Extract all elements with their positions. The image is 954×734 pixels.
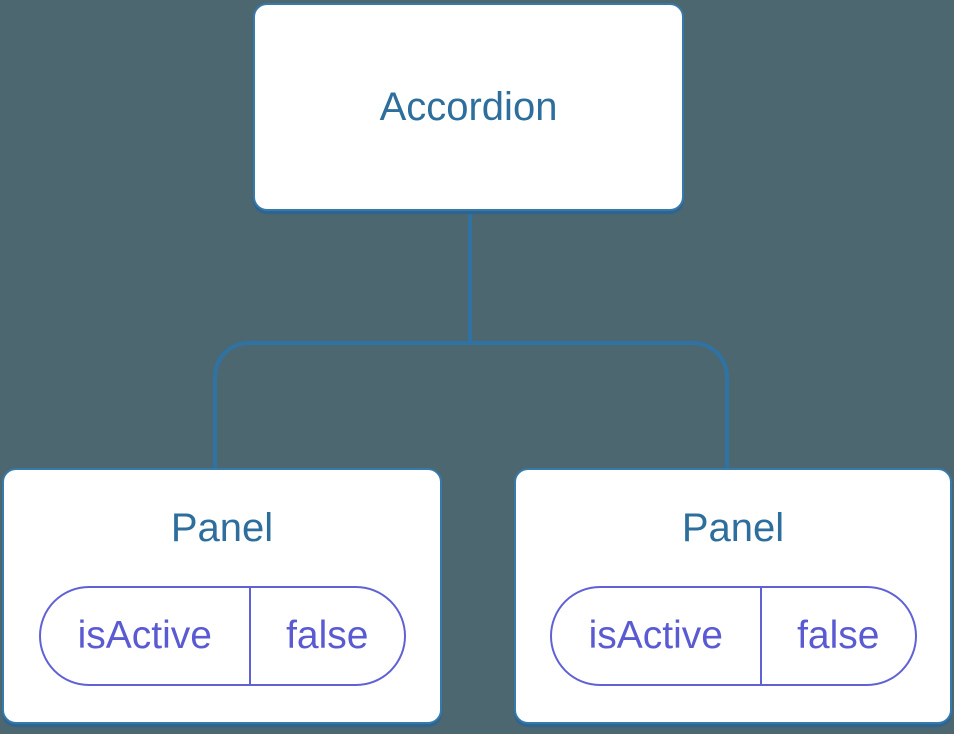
node-accordion: Accordion [253, 3, 684, 211]
connector-branch-lines [213, 341, 729, 470]
state-value: false [797, 614, 880, 657]
state-name: isActive [41, 588, 252, 684]
state-pill: isActive false [38, 586, 406, 686]
state-name: isActive [552, 588, 763, 684]
connector-stem-line [468, 211, 472, 345]
state-value: false [286, 614, 369, 657]
node-panel-left: Panel isActive false [2, 468, 442, 724]
state-pill: isActive false [549, 586, 917, 686]
node-panel-left-label: Panel [170, 506, 274, 550]
node-panel-right-label: Panel [681, 506, 785, 550]
node-accordion-label: Accordion [379, 85, 558, 129]
node-panel-right: Panel isActive false [514, 468, 952, 724]
